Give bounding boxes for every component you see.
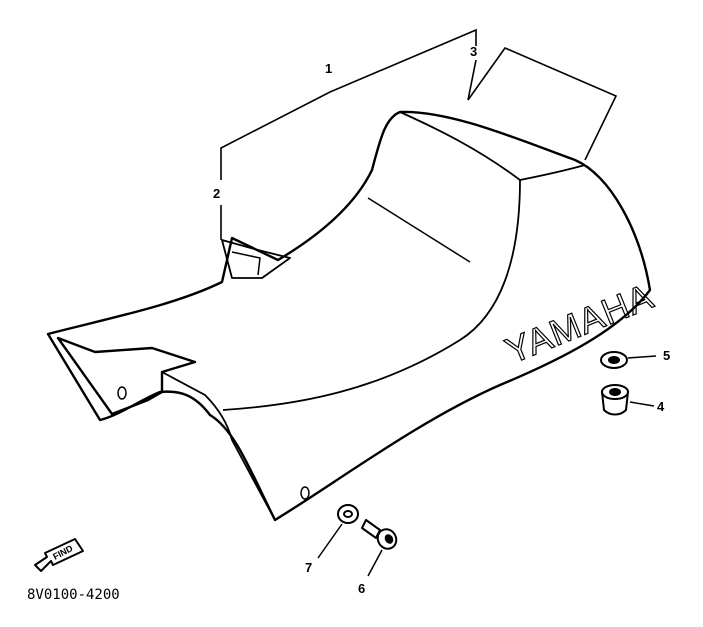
callout-numbers: 1 2 3 4 5 6 7 bbox=[213, 44, 670, 596]
leader-line-5 bbox=[627, 355, 657, 359]
seat-strap bbox=[221, 239, 291, 279]
seat-step-line bbox=[399, 111, 586, 181]
part-washer-5 bbox=[600, 351, 628, 369]
seat-hole-rear bbox=[117, 386, 127, 400]
seat bbox=[46, 110, 652, 522]
part-washer-7 bbox=[337, 504, 359, 524]
part-nut-4 bbox=[600, 384, 630, 416]
nut-4-hole bbox=[609, 388, 621, 396]
find-arrow-icon bbox=[34, 538, 84, 572]
seat-outline bbox=[46, 110, 652, 522]
leader-line-6 bbox=[367, 549, 383, 577]
screw-6-recess bbox=[384, 534, 394, 544]
leader-line-7 bbox=[317, 523, 343, 559]
callout-5: 5 bbox=[663, 348, 670, 363]
callout-2: 2 bbox=[213, 186, 220, 201]
leader-line-3 bbox=[467, 59, 477, 101]
leader-line-4 bbox=[629, 401, 655, 407]
seat-front-lip bbox=[161, 371, 276, 521]
seat-ridge-line bbox=[367, 197, 471, 263]
seat-hole-front bbox=[300, 486, 310, 500]
callout-4: 4 bbox=[657, 399, 665, 414]
find-direction-arrow: FIND bbox=[34, 538, 84, 572]
label-patch-outline bbox=[467, 47, 618, 161]
callout-7: 7 bbox=[305, 560, 312, 575]
callout-3: 3 bbox=[470, 44, 477, 59]
washer-5-hole bbox=[608, 356, 620, 364]
washer-7-hole bbox=[343, 510, 353, 518]
screw-6-shank bbox=[361, 519, 381, 539]
part-code-label: 8V0100-4200 bbox=[27, 587, 120, 603]
leader-line-1 bbox=[220, 28, 477, 180]
seat-cushion-contour bbox=[222, 179, 521, 411]
seat-tail-flap bbox=[56, 336, 197, 416]
seat-strap-band bbox=[231, 251, 261, 276]
part-screw-6 bbox=[361, 519, 398, 550]
callout-6: 6 bbox=[358, 581, 365, 596]
callout-leaders-top bbox=[220, 28, 618, 240]
callout-1: 1 bbox=[325, 61, 332, 76]
